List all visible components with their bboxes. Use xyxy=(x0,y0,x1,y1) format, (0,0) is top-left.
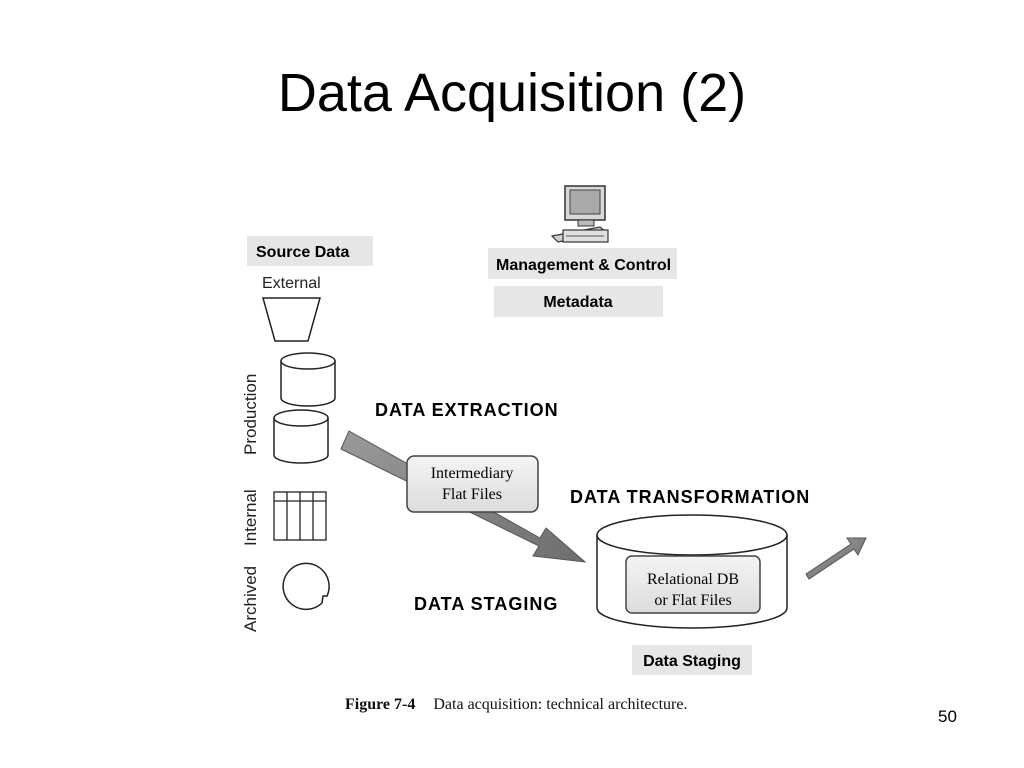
extraction-heading: DATA EXTRACTION xyxy=(375,400,559,420)
metadata-label: Metadata xyxy=(543,294,612,311)
source-data-box: Source Data xyxy=(247,236,373,266)
figure-caption: Figure 7-4 Data acquisition: technical a… xyxy=(345,696,687,714)
intermediary-line1: Intermediary xyxy=(431,465,514,482)
external-label: External xyxy=(262,275,321,292)
intermediary-line2: Flat Files xyxy=(442,486,502,503)
cylinder-icon xyxy=(273,409,329,464)
transformation-heading: DATA TRANSFORMATION xyxy=(570,487,810,507)
data-staging-label: Data Staging xyxy=(643,653,741,670)
production-label: Production xyxy=(241,374,260,455)
internal-label: Internal xyxy=(241,489,260,546)
caption-text: Data acquisition: technical architecture… xyxy=(433,696,688,713)
slide-title: Data Acquisition (2) xyxy=(277,63,747,123)
computer-icon xyxy=(550,185,609,243)
page-number: 50 xyxy=(938,707,957,726)
management-control-box: Management & Control xyxy=(488,248,677,279)
relational-line1: Relational DB xyxy=(647,571,739,588)
intermediary-flat-files-box: Intermediary Flat Files xyxy=(406,455,539,513)
metadata-box: Metadata xyxy=(494,286,663,317)
grid-icon xyxy=(273,491,327,541)
management-label: Management & Control xyxy=(496,257,671,274)
data-staging-box: Data Staging xyxy=(632,645,752,675)
relational-db-box: Relational DB or Flat Files xyxy=(625,555,761,614)
outgoing-arrow xyxy=(805,537,867,580)
funnel-icon xyxy=(262,297,321,342)
cylinder-icon xyxy=(280,352,336,407)
staging-heading: DATA STAGING xyxy=(414,594,558,614)
disk-icon xyxy=(282,562,330,611)
source-data-label: Source Data xyxy=(256,244,349,261)
figure-label: Figure 7-4 xyxy=(345,696,416,713)
relational-line2: or Flat Files xyxy=(654,592,731,609)
archived-label: Archived xyxy=(241,566,260,632)
